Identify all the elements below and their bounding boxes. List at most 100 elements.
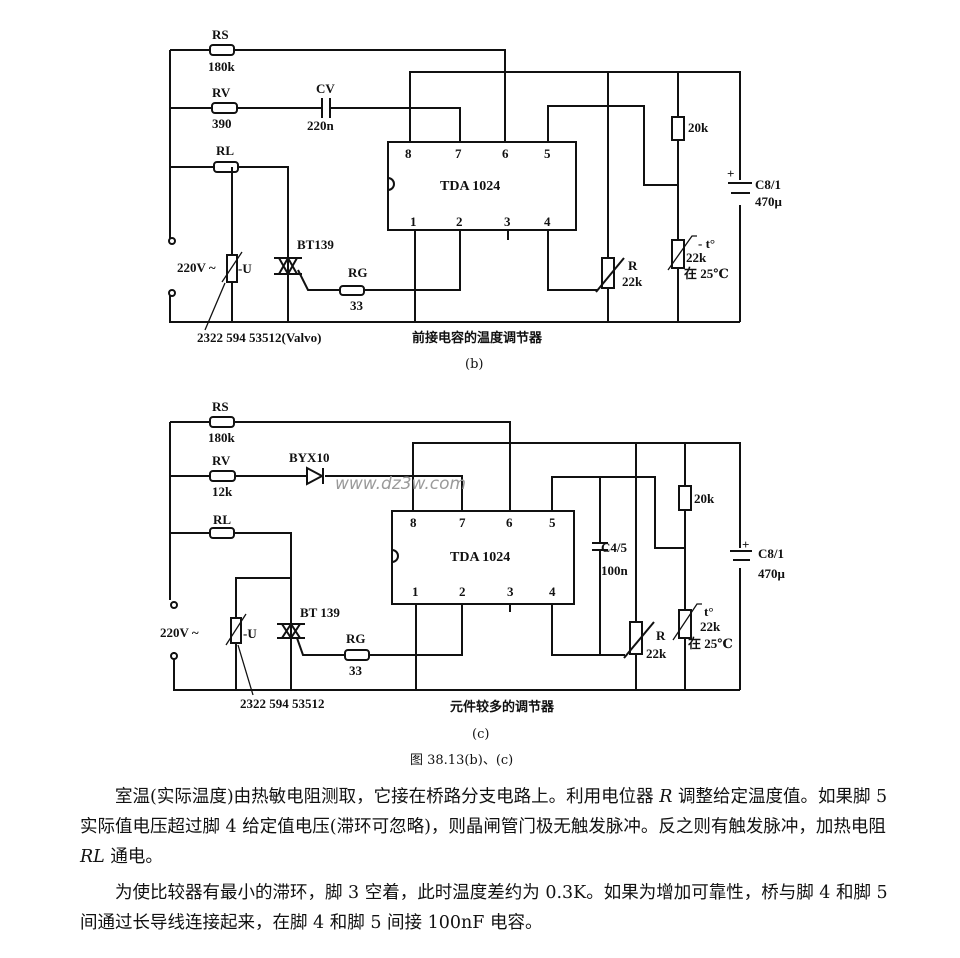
terminal-icon xyxy=(168,289,176,297)
schematic-figure: + RS 180k RV 390 CV 220n RL 220V ~ -U BT… xyxy=(160,27,786,768)
wire xyxy=(296,637,345,656)
ic-notch-icon xyxy=(387,177,395,191)
cap-label: C8/1 xyxy=(758,546,784,561)
wire xyxy=(170,107,461,142)
pot-value: 22k xyxy=(646,646,667,661)
c45-label: C4/5 xyxy=(601,540,628,555)
wire xyxy=(547,230,598,291)
triac-label: BT139 xyxy=(297,237,334,252)
rs-value: 180k xyxy=(208,430,236,445)
terminal-icon xyxy=(170,601,178,609)
vdr-label: -U xyxy=(238,261,252,276)
rl-label: RL xyxy=(213,512,231,527)
pin-7: 7 xyxy=(459,515,466,530)
rg-value: 33 xyxy=(349,663,363,678)
vdr-part-number: 2322 594 53512(Valvo) xyxy=(197,330,321,345)
diode-byx10-icon xyxy=(306,466,325,486)
wire xyxy=(170,421,511,511)
capacitor-c81-icon xyxy=(728,182,752,194)
pin-8: 8 xyxy=(405,146,412,161)
cv-label: CV xyxy=(316,81,335,96)
plus-sign: + xyxy=(727,166,734,181)
rv-label: RV xyxy=(212,453,231,468)
resistor-rl-icon xyxy=(213,161,239,173)
paragraph-1: 室温(实际温度)由热敏电阻测取，它接在桥路分支电路上。利用电位器 R 调整给定温… xyxy=(80,782,900,872)
resistor-rs-icon xyxy=(209,416,235,428)
text-run: 通电。 xyxy=(104,847,163,867)
pin-1: 1 xyxy=(412,584,419,599)
ntc-temp: 在 25℃ xyxy=(688,636,733,651)
vdr-icon xyxy=(226,254,238,283)
resistor-rv-icon xyxy=(211,102,238,114)
ntc-symbol: - t° xyxy=(698,236,715,251)
rg-value: 33 xyxy=(350,298,364,313)
rv-value: 12k xyxy=(212,484,233,499)
pin-5: 5 xyxy=(549,515,556,530)
pin-8: 8 xyxy=(410,515,417,530)
rs-label: RS xyxy=(212,27,229,42)
body-text: 室温(实际温度)由热敏电阻测取，它接在桥路分支电路上。利用电位器 R 调整给定温… xyxy=(80,782,900,938)
wire-top-rail xyxy=(412,442,741,548)
triac-bars-icon xyxy=(274,257,302,275)
wire xyxy=(170,49,506,142)
pin-2: 2 xyxy=(459,584,466,599)
cv-value: 220n xyxy=(307,118,335,133)
cap-value: 470μ xyxy=(755,194,783,209)
potentiometer-arrow-icon xyxy=(595,257,625,293)
pot-value: 22k xyxy=(622,274,643,289)
triac-label: BT 139 xyxy=(300,605,340,620)
diagram-b-sub: (b) xyxy=(465,357,483,372)
wire xyxy=(551,604,625,656)
wire xyxy=(235,577,291,690)
rl-label: RL xyxy=(216,143,234,158)
resistor-rv-icon xyxy=(209,470,236,482)
resistor-20k-icon xyxy=(671,116,685,141)
potentiometer-arrow-icon xyxy=(623,621,655,659)
ic-name: TDA 1024 xyxy=(440,179,500,194)
ntc-symbol: t° xyxy=(704,604,714,619)
text-run: 室温(实际温度)由热敏电阻测取，它接在桥路分支电路上。利用电位器 xyxy=(115,787,660,807)
ic-tda1024 xyxy=(391,510,575,605)
symbol-rl: RL xyxy=(80,847,105,867)
c45-value: 100n xyxy=(601,563,629,578)
terminal-icon xyxy=(168,237,176,245)
ntc-value: 22k xyxy=(686,250,707,265)
capacitor-c81-icon xyxy=(730,550,752,561)
wire-bottom-rail xyxy=(169,290,740,323)
pin-7: 7 xyxy=(455,146,462,161)
supply-label: 220V ~ xyxy=(160,625,199,640)
pin-4: 4 xyxy=(549,584,556,599)
pin-2: 2 xyxy=(456,214,463,229)
resistor-20k-icon xyxy=(678,485,692,511)
rs-value: 180k xyxy=(208,59,236,74)
pin-1: 1 xyxy=(410,214,417,229)
wire xyxy=(297,269,340,291)
ic-notch-icon xyxy=(391,549,399,563)
r20k-label: 20k xyxy=(694,491,715,506)
wire-bottom-rail xyxy=(173,652,740,691)
diagram-c-caption: 元件较多的调节器 xyxy=(450,699,555,715)
ntc-value: 22k xyxy=(700,619,721,634)
supply-label: 220V ~ xyxy=(177,260,216,275)
watermark: www.dz3w.com xyxy=(335,474,466,494)
pin-3: 3 xyxy=(504,214,511,229)
ntc-thermistor-icon xyxy=(671,239,685,269)
diode-label: BYX10 xyxy=(289,450,329,465)
rg-label: RG xyxy=(346,631,366,646)
vdr-slash-icon xyxy=(225,613,254,696)
diagram-b-caption: 前接电容的温度调节器 xyxy=(412,330,543,346)
figure-caption: 图 38.13(b)、(c) xyxy=(410,753,513,768)
resistor-rs-icon xyxy=(209,44,235,56)
rs-label: RS xyxy=(212,399,229,414)
pot-label: R xyxy=(656,628,666,643)
rv-value: 390 xyxy=(212,116,232,131)
wire-pin2 xyxy=(360,230,461,291)
symbol-r: R xyxy=(659,787,673,807)
wire-pin2 xyxy=(370,604,463,656)
capacitor-c45-icon xyxy=(592,542,608,551)
pin-4: 4 xyxy=(544,214,551,229)
r20k-label: 20k xyxy=(688,120,709,135)
vdr-label: -U xyxy=(243,626,257,641)
cap-label: C8/1 xyxy=(755,177,781,192)
resistor-rg-icon xyxy=(339,285,365,296)
